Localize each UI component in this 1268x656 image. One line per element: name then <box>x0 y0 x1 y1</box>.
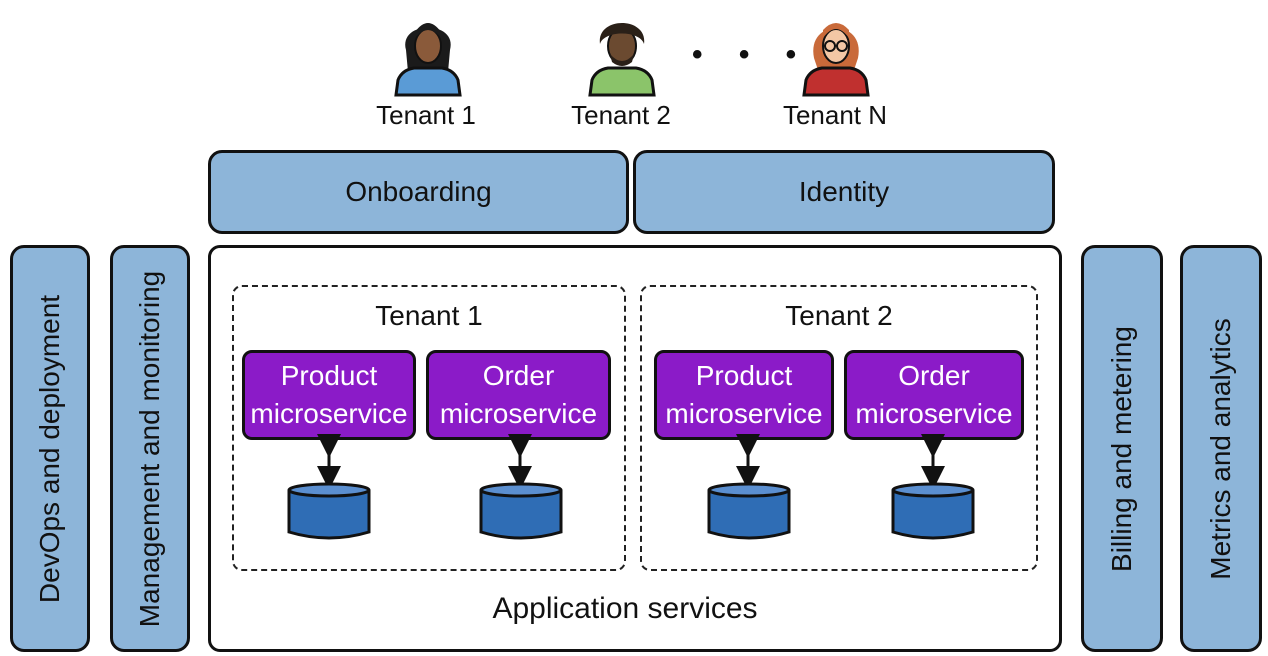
service-line2: microservice <box>855 398 1013 429</box>
service-line1: Product <box>280 360 378 391</box>
tenant-2-group <box>640 285 1038 571</box>
tenant-2-product-microservice: Product microservice <box>654 350 834 440</box>
tenant-2-order-microservice: Order microservice <box>844 350 1024 440</box>
service-line1: Order <box>898 360 970 391</box>
tenant-1-label: Tenant 1 <box>376 100 476 130</box>
tenant-1-group-label: Tenant 1 <box>375 300 483 331</box>
tenant-1-order-microservice: Order microservice <box>426 350 611 440</box>
tenant-1-group <box>232 285 626 571</box>
service-line2: microservice <box>665 398 823 429</box>
service-line1: Product <box>695 360 793 391</box>
person-icon <box>588 23 656 97</box>
person-icon <box>394 23 462 97</box>
tenant-2-avatar <box>582 10 662 100</box>
database-icon <box>479 482 563 540</box>
onboarding-label: Onboarding <box>345 176 492 207</box>
service-line1: Order <box>482 360 555 391</box>
billing-box: Billing and metering <box>1081 245 1163 652</box>
tenant-1-avatar <box>388 10 468 100</box>
person-icon <box>802 23 870 97</box>
tenant-2-label: Tenant 2 <box>571 100 671 130</box>
tenant-n-avatar <box>796 10 876 100</box>
database-icon <box>891 482 975 540</box>
devops-box: DevOps and deployment <box>10 245 90 652</box>
onboarding-box: Onboarding <box>208 150 629 234</box>
service-line2: microservice <box>250 398 408 429</box>
database-icon <box>287 482 371 540</box>
tenant-1-product-microservice: Product microservice <box>242 350 416 440</box>
tenant-2-group-label: Tenant 2 <box>785 300 893 331</box>
identity-label: Identity <box>798 176 890 207</box>
management-box: Management and monitoring <box>110 245 190 652</box>
tenant-n-label: Tenant N <box>782 100 888 130</box>
identity-box: Identity <box>633 150 1055 234</box>
database-icon <box>707 482 791 540</box>
application-services-frame <box>208 245 1062 652</box>
application-services-title: Application services <box>492 592 758 625</box>
ellipsis: • • • <box>692 38 811 71</box>
service-line2: microservice <box>439 398 598 429</box>
metrics-box: Metrics and analytics <box>1180 245 1262 652</box>
